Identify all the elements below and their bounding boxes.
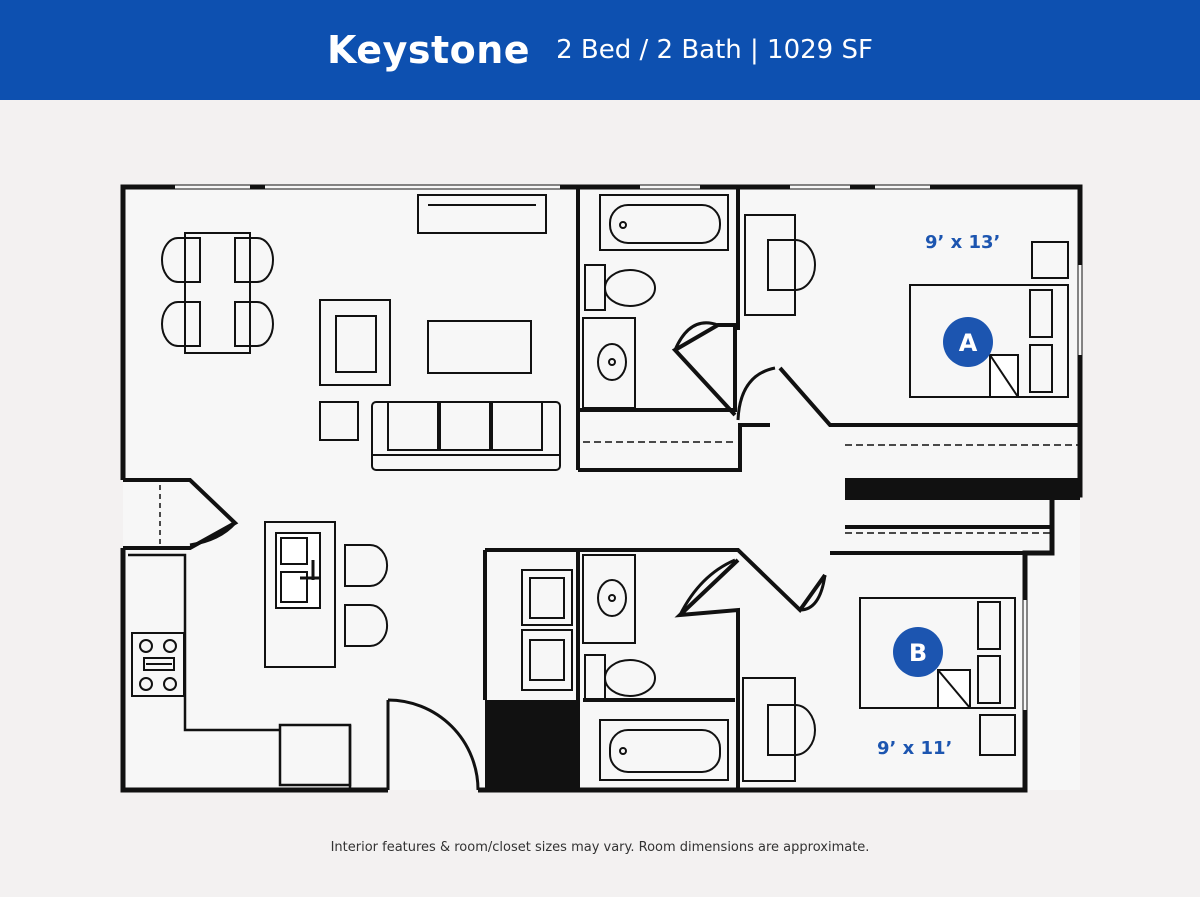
header-banner: Keystone 2 Bed / 2 Bath | 1029 SF bbox=[0, 0, 1200, 100]
bedroom-a-label: 9’ x 13’ A bbox=[925, 232, 1000, 367]
bar-stools bbox=[344, 544, 389, 647]
bath-a-fixtures bbox=[582, 194, 729, 409]
kitchen-island bbox=[264, 521, 336, 668]
bedroom-b-badge-label: B bbox=[909, 639, 927, 667]
stove bbox=[131, 632, 185, 697]
bedroom-b-badge bbox=[893, 627, 943, 677]
bath-b-fixtures bbox=[582, 554, 729, 781]
windows bbox=[175, 185, 1082, 710]
disclaimer-text: Interior features & room/closet sizes ma… bbox=[330, 840, 870, 855]
bedroom-a-badge-label: A bbox=[959, 329, 978, 357]
plan-subtitle: 2 Bed / 2 Bath | 1029 SF bbox=[556, 35, 873, 65]
door-swings bbox=[189, 321, 827, 791]
utility-closet bbox=[485, 700, 578, 790]
bedroom-a-dimensions: 9’ x 13’ bbox=[925, 232, 1000, 253]
bedroom-b-dimensions: 9’ x 11’ bbox=[877, 738, 952, 759]
laundry-machines bbox=[521, 569, 573, 691]
hall-wall-block bbox=[845, 478, 1080, 500]
bedroom-a-badge bbox=[943, 317, 993, 367]
living-furniture bbox=[319, 194, 561, 471]
bedroom-b-label: 9’ x 11’ B bbox=[877, 627, 952, 759]
plan-title: Keystone bbox=[327, 28, 531, 72]
dining-set bbox=[161, 232, 274, 354]
bedroom-b-furniture bbox=[742, 597, 1016, 782]
bedroom-a-furniture bbox=[744, 214, 1069, 398]
